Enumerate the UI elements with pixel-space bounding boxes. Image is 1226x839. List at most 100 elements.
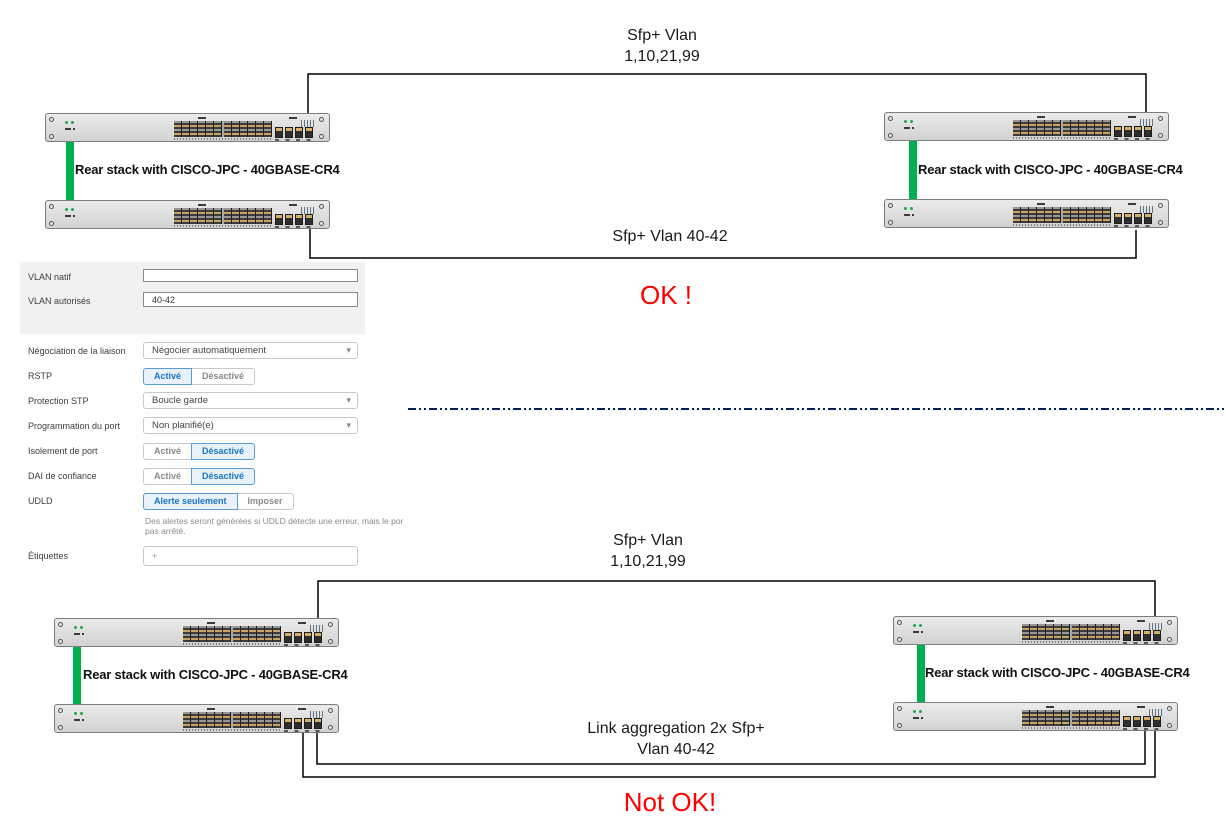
rj45-port-column: [1088, 624, 1096, 640]
rj45-port-block: [1013, 207, 1111, 223]
screw-hole: [1167, 620, 1172, 625]
port-number-strip: [1022, 727, 1121, 729]
rj45-port-column: [190, 208, 198, 224]
rj45-port-column: [199, 712, 207, 728]
rj45-port-column: [1030, 710, 1038, 726]
protection-stp-label: Protection STP: [28, 396, 89, 406]
rj45-port-column: [240, 121, 248, 137]
rj45-port-column: [183, 712, 191, 728]
port-number-strip: [183, 643, 282, 645]
sfp-port-block: [1114, 213, 1152, 224]
isolement-active-button[interactable]: Activé: [143, 443, 193, 460]
status-led: [71, 121, 74, 124]
rstp-desactive-button[interactable]: Désactivé: [191, 368, 256, 385]
top-downlink-line: [309, 229, 1137, 259]
front-marking: [65, 215, 71, 217]
sfp-cage: [1143, 630, 1151, 641]
dai-desactive-button[interactable]: Désactivé: [191, 468, 256, 485]
front-marking: [913, 631, 919, 633]
etiquettes-input[interactable]: [143, 546, 358, 566]
rj45-port-column: [198, 208, 206, 224]
sfp-cage: [1124, 213, 1132, 224]
top-uplink-line: [307, 73, 1147, 114]
rj45-port-column: [1071, 120, 1079, 136]
rj45-port-column: [207, 626, 215, 642]
udld-alert-only-button[interactable]: Alerte seulement: [143, 493, 238, 510]
sfp-cage: [285, 127, 293, 138]
rj45-port-column: [182, 121, 190, 137]
cisco-logo-icon: [301, 120, 315, 127]
cisco-logo-icon: [310, 625, 324, 632]
sfp-cage: [285, 214, 293, 225]
bottom-status-text: Not OK!: [623, 787, 717, 817]
status-led: [904, 120, 907, 123]
rj45-port-block: [1013, 120, 1111, 136]
udld-enforce-button[interactable]: Imposer: [236, 493, 294, 510]
rj45-port-column: [223, 712, 231, 728]
rj45-port-column: [1046, 624, 1054, 640]
negociation-selected-value: Négocier automatiquement: [152, 345, 267, 356]
rj45-port-column: [182, 208, 190, 224]
stack-label-bottom-left: Rear stack with CISCO-JPC - 40GBASE-CR4: [83, 667, 348, 682]
rj45-port-column: [249, 712, 257, 728]
screw-hole: [897, 620, 902, 625]
rj45-port-column: [1054, 624, 1062, 640]
status-led: [919, 624, 922, 627]
sfp-cage: [1133, 630, 1141, 641]
status-led: [80, 712, 83, 715]
rj45-port-column: [1103, 207, 1111, 223]
isolement-desactive-button[interactable]: Désactivé: [191, 443, 256, 460]
aggregation-line-2: [302, 731, 1156, 778]
cisco-logo-icon: [301, 207, 315, 214]
udld-help-line1: Des alertes seront générées si UDLD déte…: [145, 516, 404, 526]
status-led: [74, 626, 77, 629]
sfp-cage: [304, 718, 312, 729]
dai-active-button[interactable]: Activé: [143, 468, 193, 485]
rj45-port-column: [224, 208, 232, 224]
stack-label-top-left: Rear stack with CISCO-JPC - 40GBASE-CR4: [75, 162, 340, 177]
screw-hole: [328, 725, 333, 730]
protection-stp-select[interactable]: Boucle garde ▾: [143, 392, 358, 409]
sfp-label-strip: [1123, 728, 1163, 730]
front-marking: [1046, 706, 1054, 708]
programmation-select[interactable]: Non planifié(e) ▾: [143, 417, 358, 434]
rj45-port-column: [1062, 624, 1070, 640]
screw-hole: [49, 204, 54, 209]
screw-hole: [1158, 133, 1163, 138]
rj45-port-column: [273, 712, 281, 728]
rj45-port-column: [1045, 120, 1053, 136]
sfp-cage: [314, 718, 322, 729]
front-marking: [207, 708, 215, 710]
rj45-port-block: [1022, 710, 1120, 726]
rj45-port-column: [1022, 710, 1030, 726]
front-marking: [289, 117, 297, 119]
top-downlink-label: Sfp+ Vlan 40-42: [612, 228, 728, 245]
screw-hole: [1158, 220, 1163, 225]
rj45-port-column: [1088, 710, 1096, 726]
sfp-cage: [294, 632, 302, 643]
sfp-port-block: [1123, 716, 1161, 727]
vlan-autorises-input[interactable]: [143, 292, 358, 307]
rstp-active-button[interactable]: Activé: [143, 368, 193, 385]
rj45-port-column: [241, 626, 249, 642]
sfp-cage: [284, 632, 292, 643]
sfp-label-strip: [284, 730, 324, 732]
rj45-port-column: [256, 208, 264, 224]
udld-help-line2: pas arrêté.: [145, 526, 186, 536]
status-led: [913, 710, 916, 713]
front-marking: [913, 717, 919, 719]
rj45-port-column: [183, 626, 191, 642]
vlan-natif-input[interactable]: [143, 269, 358, 282]
rj45-port-column: [1021, 120, 1029, 136]
port-number-strip: [1013, 137, 1112, 139]
rj45-port-column: [1071, 207, 1079, 223]
front-marking: [298, 708, 306, 710]
front-marking: [904, 214, 910, 216]
sfp-cage: [1153, 630, 1161, 641]
sfp-cage: [1144, 126, 1152, 137]
negociation-select[interactable]: Négocier automatiquement ▾: [143, 342, 358, 359]
cisco-logo-icon: [1140, 206, 1154, 213]
sfp-cage: [1124, 126, 1132, 137]
front-marking: [1128, 203, 1136, 205]
chevron-down-icon: ▾: [346, 345, 351, 355]
